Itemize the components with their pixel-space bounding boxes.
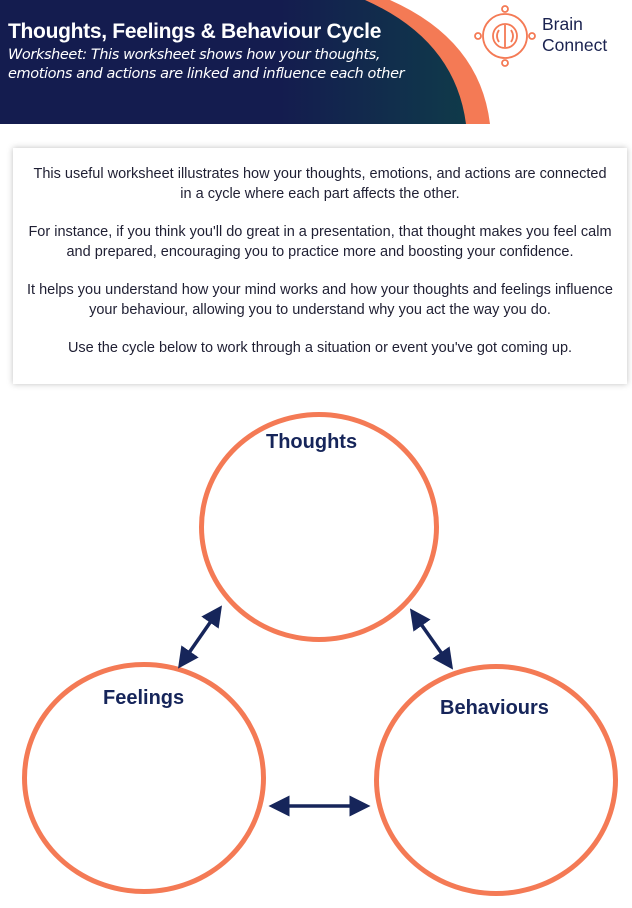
intro-paragraph: This useful worksheet illustrates how yo… <box>33 166 607 202</box>
brain-people-icon <box>474 5 536 67</box>
feelings-label: Feelings <box>103 687 185 709</box>
intro-card: This useful worksheet illustrates how yo… <box>13 148 627 384</box>
thoughts-label: Thoughts <box>266 431 358 453</box>
intro-paragraph: For instance, if you think you'll do gre… <box>28 224 612 260</box>
page-title: Thoughts, Feelings & Behaviour Cycle <box>8 20 382 43</box>
double-arrow-thoughts-behaviours <box>409 608 454 670</box>
feelings-circle[interactable] <box>22 662 266 894</box>
intro-paragraph: Use the cycle below to work through a si… <box>67 340 573 356</box>
brand-name: Brain Connect <box>542 14 607 56</box>
brand-line-2: Connect <box>542 35 608 55</box>
behaviours-label: Behaviours <box>440 697 549 719</box>
intro-paragraph: It helps you understand how your mind wo… <box>27 282 613 318</box>
brand-line-1: Brain <box>542 14 583 34</box>
thoughts-circle[interactable] <box>199 412 439 642</box>
header-banner <box>0 0 490 124</box>
behaviours-circle[interactable] <box>374 664 618 896</box>
double-arrow-thoughts-feelings <box>178 605 222 669</box>
page-subtitle: Worksheet: This worksheet shows how your… <box>8 47 405 82</box>
